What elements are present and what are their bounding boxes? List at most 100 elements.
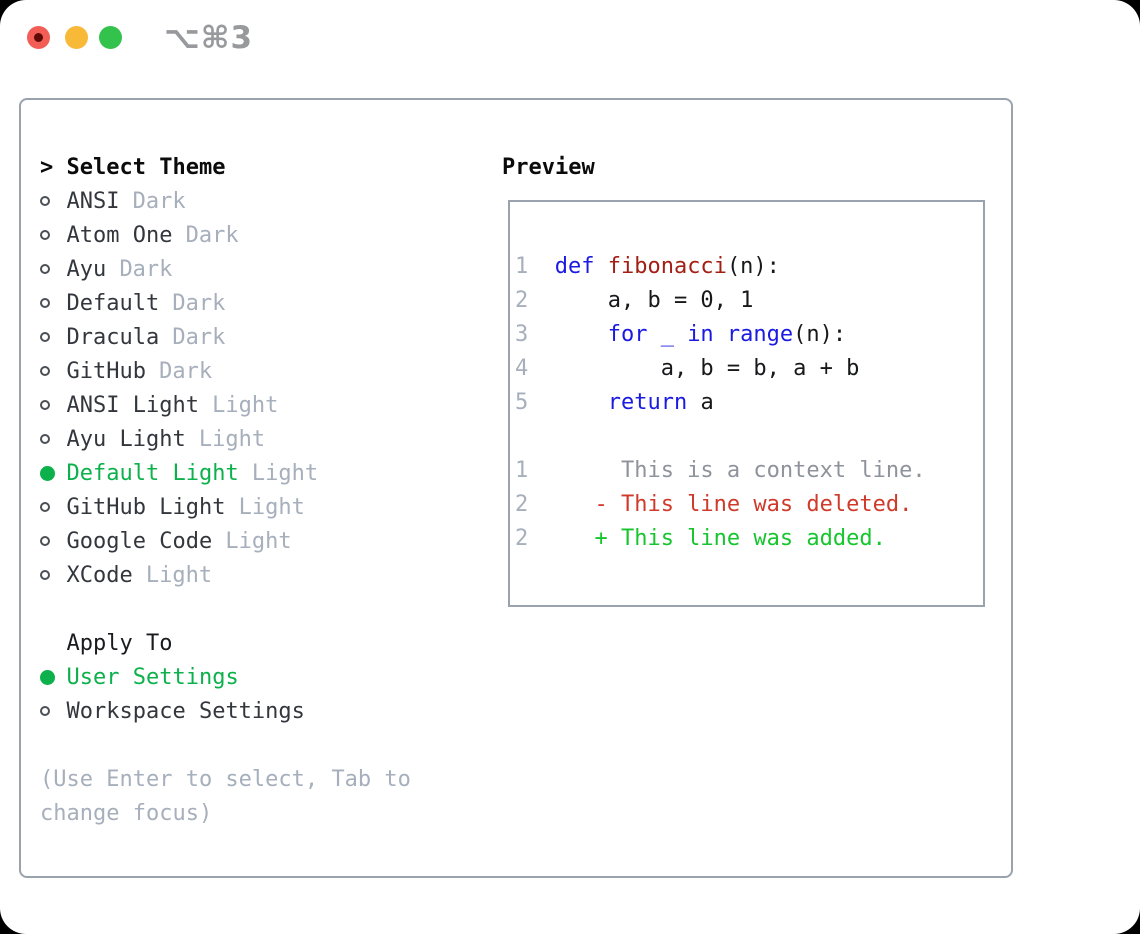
code-line: 2 a, b = 0, 1 bbox=[515, 284, 983, 318]
radio-icon bbox=[40, 366, 67, 376]
theme-option-default-light-selected[interactable]: Default Light Light bbox=[40, 456, 411, 490]
line-number: 3 bbox=[515, 322, 529, 347]
theme-variant: Light bbox=[145, 562, 213, 588]
line-number: 2 bbox=[515, 288, 529, 313]
apply-option-label: Workspace Settings bbox=[66, 698, 305, 724]
theme-option-ayu-light[interactable]: Ayu Light Light bbox=[40, 422, 411, 456]
theme-variant: Dark bbox=[172, 324, 226, 350]
code-text: a bbox=[687, 390, 714, 415]
theme-variant: Dark bbox=[185, 222, 239, 248]
minimize-button[interactable] bbox=[65, 26, 88, 49]
theme-variant: Dark bbox=[159, 358, 213, 384]
radio-icon bbox=[40, 298, 67, 308]
theme-variant: Dark bbox=[119, 256, 173, 282]
theme-variant: Light bbox=[225, 528, 292, 554]
select-theme-header: > Select Theme bbox=[40, 150, 411, 184]
line-number: 2 bbox=[515, 492, 529, 517]
theme-option-github-light[interactable]: GitHub Light Light bbox=[40, 490, 411, 524]
theme-name: XCode bbox=[66, 562, 133, 588]
radio-icon bbox=[40, 434, 67, 444]
diff-added-line: 2 + This line was added. bbox=[515, 522, 983, 556]
apply-option-user-settings[interactable]: User Settings bbox=[40, 660, 411, 694]
diff-context-line: 1 This is a context line. bbox=[515, 454, 983, 488]
code-line: 3 for _ in range(n): bbox=[515, 318, 983, 352]
theme-variant: Light bbox=[251, 460, 319, 486]
code-keyword: def bbox=[554, 254, 608, 279]
theme-variant: Light bbox=[238, 494, 305, 520]
code-text bbox=[555, 390, 608, 415]
theme-name: GitHub bbox=[66, 358, 146, 384]
theme-variant: Light bbox=[198, 426, 266, 452]
zoom-button[interactable] bbox=[99, 26, 122, 49]
line-number: 2 bbox=[515, 526, 529, 551]
apply-option-workspace-settings[interactable]: Workspace Settings bbox=[40, 694, 411, 728]
diff-context-text: This is a context line. bbox=[554, 458, 926, 483]
diff-added-text: + This line was added. bbox=[554, 526, 886, 551]
theme-option-dracula-dark[interactable]: Dracula Dark bbox=[40, 320, 411, 354]
preview-title: Preview bbox=[502, 154, 595, 180]
theme-name: Dracula bbox=[66, 324, 160, 350]
select-theme-title: Select Theme bbox=[66, 154, 226, 180]
apply-to-header: Apply To bbox=[40, 626, 411, 660]
theme-option-ayu-dark[interactable]: Ayu Dark bbox=[40, 252, 411, 286]
apply-to-title: Apply To bbox=[66, 630, 173, 656]
code-text: (n): bbox=[726, 254, 780, 279]
code-keyword: for _ in range bbox=[607, 322, 794, 347]
help-text-line-2: change focus) bbox=[40, 800, 213, 826]
help-text-line-1: (Use Enter to select, Tab to bbox=[40, 766, 411, 792]
radio-icon bbox=[40, 706, 67, 716]
theme-option-xcode[interactable]: XCode Light bbox=[40, 558, 411, 592]
theme-list: > Select Theme ANSI Dark Atom One Dark A… bbox=[40, 150, 411, 830]
close-dot-icon bbox=[34, 33, 43, 42]
radio-icon bbox=[40, 570, 67, 580]
theme-variant: Light bbox=[212, 392, 279, 418]
theme-name: Default Light bbox=[66, 460, 239, 486]
code-line: 4 a, b = b, a + b bbox=[515, 352, 983, 386]
code-line: 1 def fibonacci(n): bbox=[515, 250, 983, 284]
radio-icon bbox=[40, 264, 67, 274]
radio-icon bbox=[40, 536, 67, 546]
line-number: 4 bbox=[515, 356, 529, 381]
diff-deleted-text: - This line was deleted. bbox=[554, 492, 913, 517]
apply-option-label: User Settings bbox=[66, 664, 239, 690]
theme-option-atom-one-dark[interactable]: Atom One Dark bbox=[40, 218, 411, 252]
cursor-icon: > bbox=[40, 154, 54, 180]
code-text: a, b = b, a + b bbox=[554, 356, 860, 381]
diff-deleted-line: 2 - This line was deleted. bbox=[515, 488, 983, 522]
theme-name: Google Code bbox=[66, 528, 213, 554]
code-text: a, b = 0, 1 bbox=[554, 288, 754, 313]
blank-line bbox=[515, 420, 983, 454]
theme-name: ANSI bbox=[66, 188, 120, 214]
code-text: (n): bbox=[793, 322, 847, 347]
theme-dialog: > Select Theme ANSI Dark Atom One Dark A… bbox=[19, 98, 1013, 878]
code-text bbox=[555, 322, 608, 347]
radio-icon bbox=[40, 230, 67, 240]
close-button[interactable] bbox=[27, 26, 50, 49]
radio-icon bbox=[40, 196, 67, 206]
window-shortcut-label: ⌥⌘3 bbox=[164, 20, 254, 56]
radio-selected-icon bbox=[40, 465, 67, 481]
theme-variant: Dark bbox=[172, 290, 226, 316]
theme-option-github-dark[interactable]: GitHub Dark bbox=[40, 354, 411, 388]
line-number: 1 bbox=[515, 458, 529, 483]
theme-name: Ayu Light bbox=[66, 426, 186, 452]
theme-name: Ayu bbox=[66, 256, 107, 282]
theme-option-google-code[interactable]: Google Code Light bbox=[40, 524, 411, 558]
gap bbox=[40, 592, 411, 626]
radio-icon bbox=[40, 332, 67, 342]
code-keyword: return bbox=[607, 390, 688, 415]
code-line: 5 return a bbox=[515, 386, 983, 420]
theme-option-ansi-light[interactable]: ANSI Light Light bbox=[40, 388, 411, 422]
radio-icon bbox=[40, 400, 67, 410]
theme-option-ansi-dark[interactable]: ANSI Dark bbox=[40, 184, 411, 218]
theme-name: ANSI Light bbox=[66, 392, 199, 418]
line-number: 5 bbox=[515, 390, 529, 415]
theme-option-default-dark[interactable]: Default Dark bbox=[40, 286, 411, 320]
theme-name: Atom One bbox=[66, 222, 173, 248]
line-number: 1 bbox=[515, 254, 529, 279]
gap bbox=[40, 728, 411, 762]
code-function: fibonacci bbox=[607, 254, 727, 279]
